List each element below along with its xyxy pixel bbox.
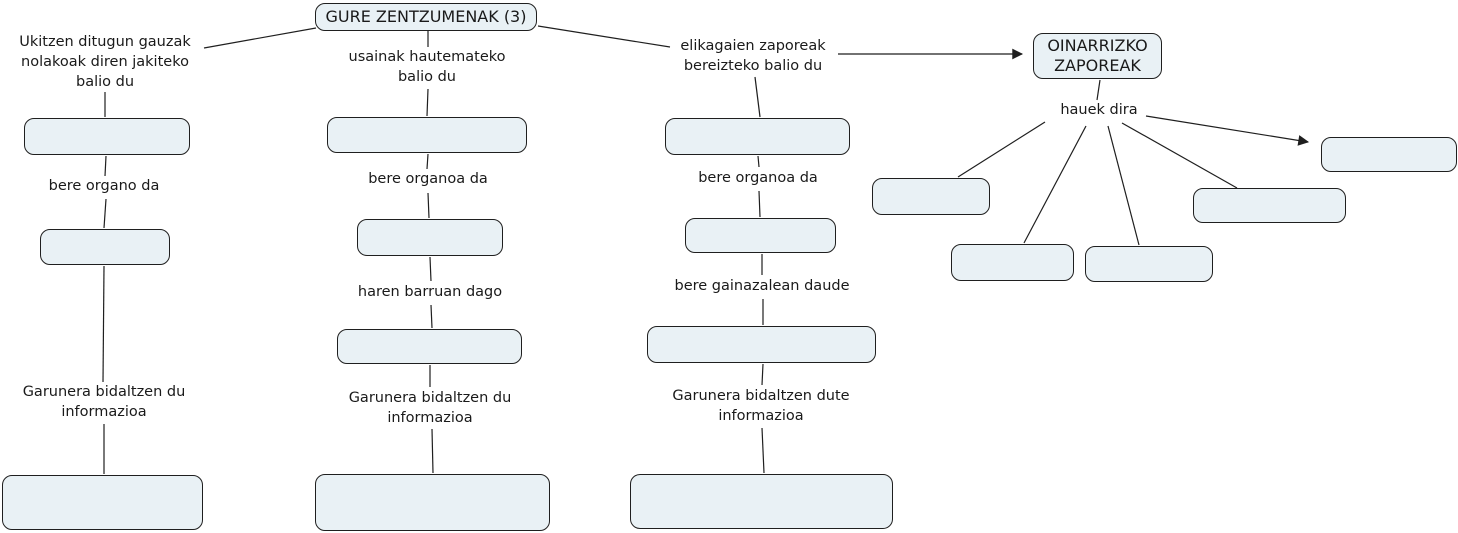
edge-smell-sense-box-to-organ-label [426, 153, 429, 170]
answer-box-touch-brain[interactable] [2, 475, 203, 530]
label-taste-brain: Garunera bidaltzen dute informazioa [672, 388, 850, 424]
edge-taste-label-to-sense-box [754, 76, 761, 118]
label-smell-inside: haren barruan dago [357, 284, 503, 300]
edge-taste-box-to-brain-label [761, 363, 764, 386]
edge-hauek-dira-to-flavor-5 [1145, 115, 1310, 146]
answer-box-flavor-5[interactable] [1321, 137, 1457, 172]
edge-touch-sense-box-to-organ-label [104, 155, 107, 177]
edge-hauek-dira-to-flavor-4 [1121, 122, 1238, 189]
answer-box-touch-sense[interactable] [24, 118, 190, 155]
label-touch-brain: Garunera bidaltzen du informazioa [22, 384, 186, 420]
answer-box-smell-brain[interactable] [315, 474, 550, 531]
edge-smell-label-to-sense-box [426, 88, 429, 117]
label-taste-purpose: elikagaien zaporeak bereizteko balio du [680, 38, 826, 74]
edge-touch-organ-label-to-organ-box [103, 198, 107, 229]
node-gure-zentzumenak[interactable]: GURE ZENTZUMENAK (3) [315, 3, 537, 31]
edge-hauek-dira-to-flavor-1 [957, 121, 1046, 178]
answer-box-flavor-2[interactable] [951, 244, 1074, 281]
answer-box-smell-organ[interactable] [357, 219, 503, 256]
edge-smell-brain-label-to-brain-box [431, 428, 434, 474]
answer-box-smell-sense[interactable] [327, 117, 527, 153]
edge-hauek-dira-to-flavor-2 [1023, 125, 1087, 244]
edge-taste-sense-box-to-organ-label [757, 155, 760, 168]
edge-basic-flavors-to-hauek-dira [1096, 79, 1101, 101]
label-taste-organ: bere organoa da [698, 170, 818, 186]
answer-box-flavor-4[interactable] [1193, 188, 1346, 223]
label-smell-brain: Garunera bidaltzen du informazioa [348, 390, 512, 426]
answer-box-taste-surface[interactable] [647, 326, 876, 363]
label-taste-surface: bere gainazalean daude [674, 278, 850, 294]
node-oinarrizko-zaporeak[interactable]: OINARRIZKO ZAPOREAK [1033, 33, 1162, 79]
label-touch-purpose: Ukitzen ditugun gauzak nolakoak diren ja… [19, 34, 191, 90]
answer-box-flavor-3[interactable] [1085, 246, 1213, 282]
answer-box-taste-organ[interactable] [685, 218, 836, 253]
answer-box-flavor-1[interactable] [872, 178, 990, 215]
edge-smell-organ-label-to-organ-box [427, 192, 430, 219]
edge-taste-brain-label-to-brain-box [761, 427, 765, 474]
edge-title-to-touch-label [203, 27, 317, 49]
label-smell-organ: bere organoa da [368, 171, 488, 187]
label-hauek-dira: hauek dira [1060, 102, 1138, 118]
edge-taste-organ-label-to-organ-box [758, 190, 761, 218]
label-touch-organ: bere organo da [48, 178, 160, 194]
edge-smell-inside-label-to-box [430, 304, 433, 329]
answer-box-taste-sense[interactable] [665, 118, 850, 155]
answer-box-touch-organ[interactable] [40, 229, 170, 265]
edge-touch-organ-box-to-brain-label [102, 265, 105, 383]
edge-smell-organ-box-to-inside-label [429, 256, 432, 282]
label-smell-purpose: usainak hautemateko balio du [348, 49, 506, 85]
edge-hauek-dira-to-flavor-3 [1107, 125, 1140, 246]
answer-box-smell-inside[interactable] [337, 329, 522, 364]
edge-title-to-taste-label [537, 25, 671, 48]
answer-box-taste-brain[interactable] [630, 474, 893, 529]
